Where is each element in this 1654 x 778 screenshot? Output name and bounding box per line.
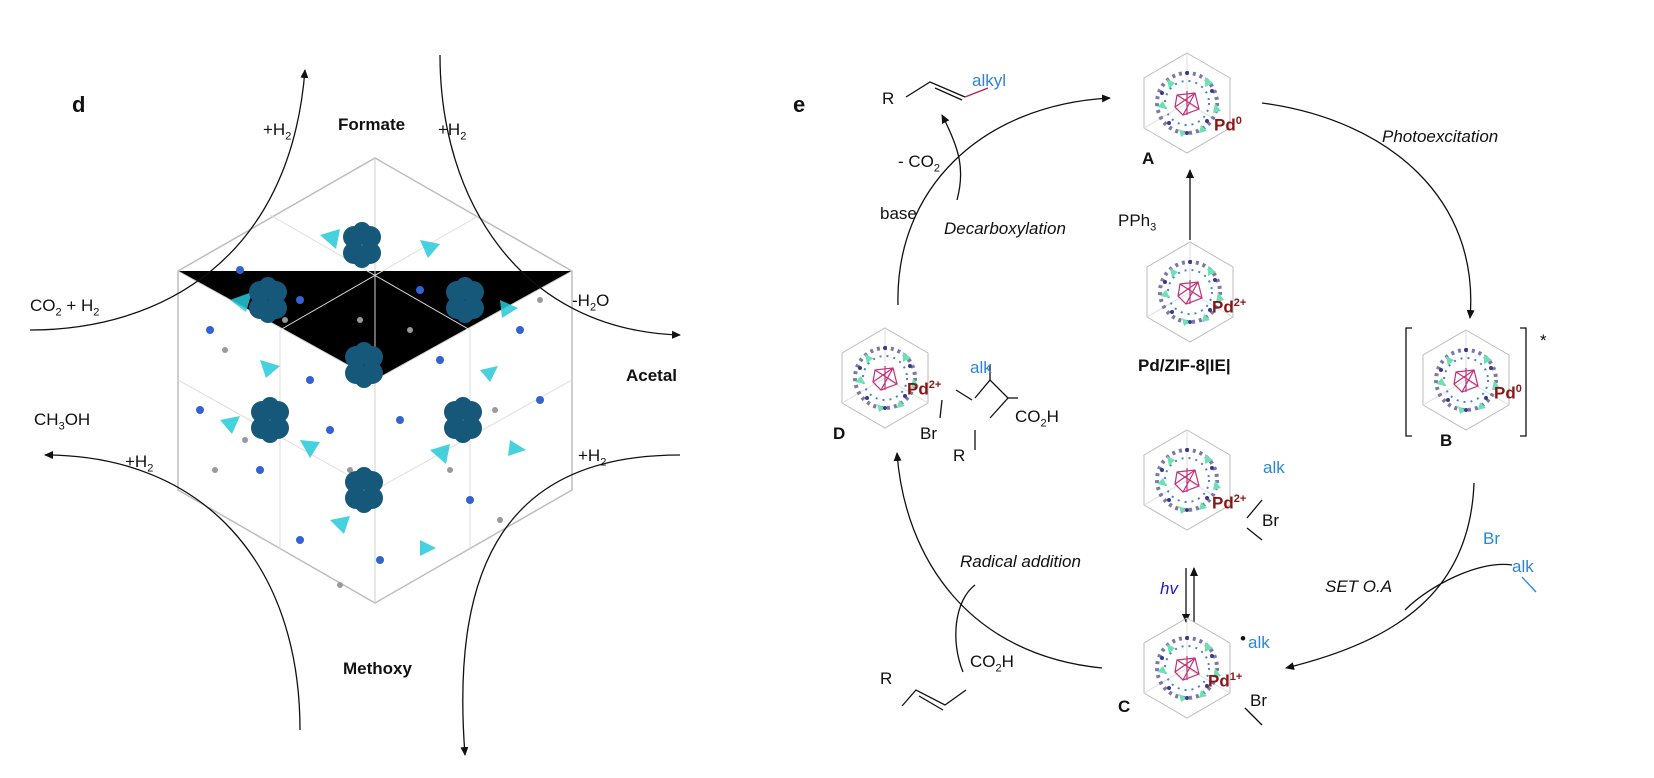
decarboxylation-label: Decarboxylation	[944, 219, 1066, 238]
h2-label-formate-in: +H2	[263, 120, 292, 143]
radical-dot: •	[1240, 629, 1246, 648]
catalyst-B-glyph	[1421, 328, 1511, 432]
D-alk-label: alk	[970, 358, 992, 377]
reagent-br-label: Br	[1483, 529, 1500, 548]
catalyst-name-label: Pd/ZIF-8|IE|	[1138, 356, 1231, 375]
h2-label-formate-out: +H2	[438, 120, 467, 143]
pd2-intermediate-label: Pd2+	[1212, 493, 1247, 513]
catalyst-C-glyph	[1142, 616, 1232, 720]
catalyst-A-glyph	[1142, 51, 1232, 155]
h2-label-methoxy: +H2	[125, 452, 154, 475]
acrylic-r-label: R	[880, 669, 893, 688]
pd0-B-label: Pd0	[1494, 383, 1522, 403]
panel-e-letter: e	[793, 92, 806, 117]
pd2-precursor-label: Pd2+	[1212, 297, 1247, 317]
hv-label: hv	[1160, 579, 1178, 598]
radical-addition-label: Radical addition	[960, 552, 1081, 571]
pd2-D-label: Pd2+	[907, 379, 942, 399]
species-D-label: D	[833, 424, 846, 443]
panel-d-letter: d	[72, 92, 86, 117]
acetal-label: Acetal	[626, 366, 678, 385]
formate-label: Formate	[338, 115, 406, 134]
panel-e-cycle-arrows	[893, 94, 1513, 673]
species-A-label: A	[1142, 149, 1155, 168]
zif8-crystal-model	[177, 157, 573, 604]
C-br-label: Br	[1250, 691, 1267, 710]
species-C-label: C	[1118, 697, 1131, 716]
pph3-label: PPh3	[1118, 211, 1157, 234]
product-r-label: R	[882, 89, 895, 108]
h2-label-acetal: +H2	[578, 446, 607, 469]
intermediate-br-label: Br	[1262, 511, 1279, 530]
pd0-A-label: Pd0	[1214, 115, 1242, 135]
catalyst-intermediate-glyph	[1142, 428, 1232, 532]
catalyst-precursor-glyph	[1145, 240, 1235, 344]
methanol-product: CH3OH	[34, 410, 91, 433]
water-loss-label: -H2O	[572, 291, 610, 314]
intermediate-alk-label: alk	[1263, 458, 1285, 477]
co2-loss-label: - CO2	[898, 152, 941, 175]
methoxy-label: Methoxy	[343, 659, 412, 678]
bond-lines	[901, 81, 1537, 726]
D-r-label: R	[953, 446, 966, 465]
set-oa-label: SET O.A	[1325, 577, 1393, 596]
product-alkyl-label: alkyl	[972, 71, 1007, 90]
species-B-label: B	[1440, 431, 1453, 450]
excited-state-brackets	[1405, 327, 1527, 437]
pd1-C-label: Pd1+	[1208, 671, 1243, 691]
reagent-alk-label: alk	[1512, 557, 1534, 576]
excited-state-star: *	[1540, 331, 1547, 350]
catalyst-D-glyph	[840, 326, 930, 430]
co2-h2-reactant: CO2 + H2	[30, 296, 100, 319]
panel-d-arrows	[29, 54, 681, 756]
C-alk-label: alk	[1248, 633, 1270, 652]
base-label: base	[880, 204, 917, 223]
acrylic-co2h-label: CO2H	[970, 652, 1014, 675]
D-br-label: Br	[920, 424, 937, 443]
photoexcitation-label: Photoexcitation	[1382, 127, 1499, 146]
D-co2h-label: CO2H	[1015, 407, 1059, 430]
